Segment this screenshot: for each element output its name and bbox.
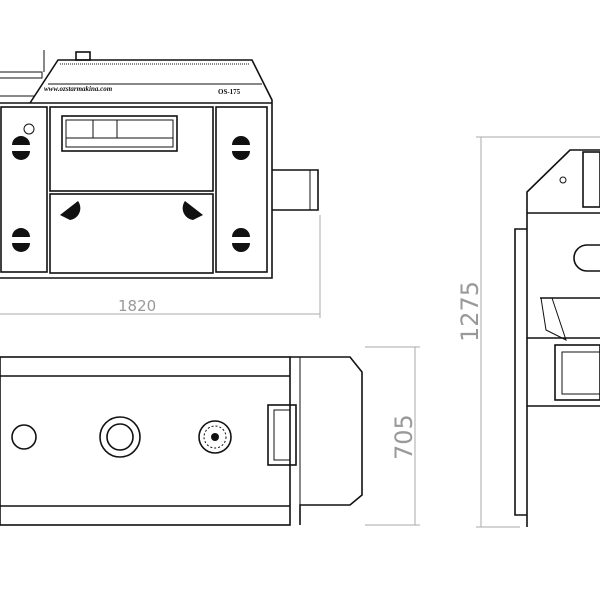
width-dimension: 1820 bbox=[0, 215, 321, 318]
top-slot bbox=[267, 404, 297, 466]
fan-icon bbox=[198, 420, 232, 454]
front-view: www.ozstarmakina.com OS-175 bbox=[0, 50, 319, 279]
side-view bbox=[514, 149, 600, 527]
top-vent bbox=[75, 51, 91, 61]
brand-url: www.ozstarmakina.com bbox=[44, 85, 113, 93]
height-dimension-label: 1275 bbox=[456, 281, 484, 342]
width-dimension-label: 1820 bbox=[118, 297, 156, 315]
inspection-window bbox=[61, 115, 178, 152]
model-label: OS-175 bbox=[218, 88, 241, 96]
latch-icons bbox=[12, 136, 250, 252]
depth-dimension: 705 bbox=[365, 346, 420, 526]
machine-housing bbox=[0, 59, 273, 279]
height-dimension: 1275 bbox=[456, 136, 600, 528]
top-view bbox=[0, 356, 363, 526]
depth-dimension-label: 705 bbox=[390, 414, 418, 460]
